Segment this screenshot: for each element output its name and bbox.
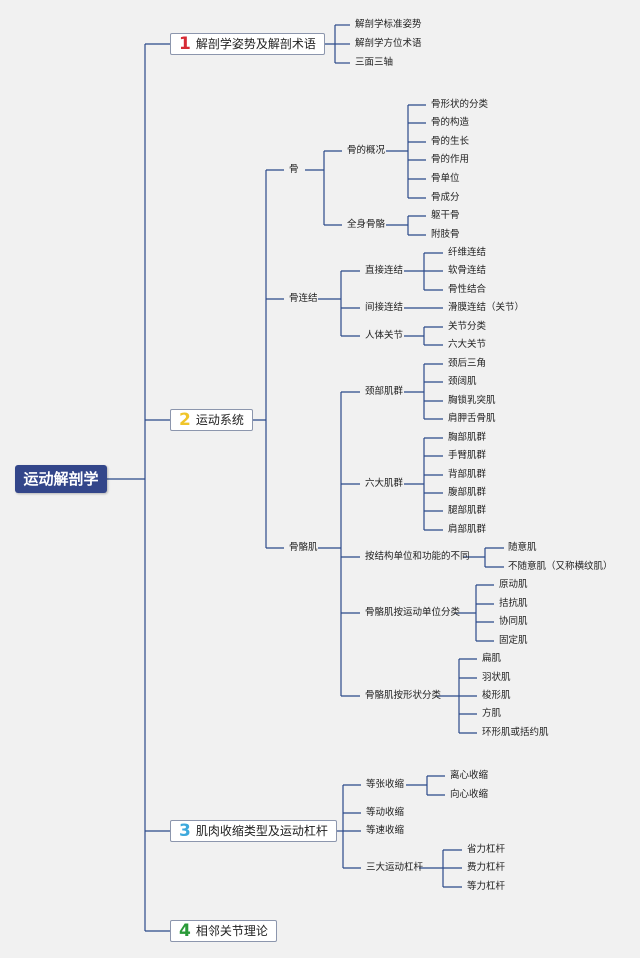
topic-node: 胸部肌群 <box>448 432 487 443</box>
topic-node: 人体关节 <box>365 330 404 341</box>
topic-node: 颈部肌群 <box>365 386 404 397</box>
topic-node: 羽状肌 <box>482 672 511 683</box>
topic-node: 三大运动杠杆 <box>366 862 424 873</box>
topic-node: 肩胛舌骨肌 <box>448 413 496 424</box>
topic-node: 梭形肌 <box>482 690 511 701</box>
topic-node: 三面三轴 <box>355 57 394 68</box>
topic-node: 间接连结 <box>365 302 404 313</box>
topic-node: 六大关节 <box>448 339 487 350</box>
topic-node: 骨骼肌 <box>289 542 318 553</box>
topic-node: 全身骨骼 <box>347 219 386 230</box>
topic-node: 等速收缩 <box>366 825 405 836</box>
topic-node: 方肌 <box>482 708 502 719</box>
branch-3-number: 3 <box>179 821 191 841</box>
topic-node: 骨骼肌按运动单位分类 <box>365 607 461 618</box>
topic-node: 向心收缩 <box>450 789 489 800</box>
topic-node: 软骨连结 <box>448 265 487 276</box>
topic-node: 协同肌 <box>499 616 528 627</box>
root-node: 运动解剖学 <box>15 465 107 493</box>
topic-node: 骨的作用 <box>431 154 470 165</box>
topic-node: 骨连结 <box>289 293 318 304</box>
topic-node: 关节分类 <box>448 321 487 332</box>
topic-node: 等张收缩 <box>366 779 405 790</box>
topic-node: 骨 <box>289 164 299 175</box>
topic-node: 纤维连结 <box>448 247 487 258</box>
branch-4-label: 相邻关节理论 <box>195 924 268 938</box>
branch-4-number: 4 <box>179 921 191 941</box>
topic-node: 胸锁乳突肌 <box>448 395 496 406</box>
branch-2-node: 2 运动系统 <box>170 409 253 431</box>
topic-node: 骨骼肌按形状分类 <box>365 690 442 701</box>
topic-node: 骨单位 <box>431 173 460 184</box>
topic-node: 拮抗肌 <box>499 598 528 609</box>
topic-node: 省力杠杆 <box>467 844 506 855</box>
topic-node: 等动收缩 <box>366 807 405 818</box>
topic-node: 背部肌群 <box>448 469 487 480</box>
topic-node: 肩部肌群 <box>448 524 487 535</box>
topic-node: 等力杠杆 <box>467 881 506 892</box>
topic-node: 腿部肌群 <box>448 505 487 516</box>
topic-node: 滑膜连结（关节） <box>448 302 525 313</box>
branch-3-node: 3 肌肉收缩类型及运动杠杆 <box>170 820 337 842</box>
topic-node: 随意肌 <box>508 542 537 553</box>
topic-node: 腹部肌群 <box>448 487 487 498</box>
branch-2-label: 运动系统 <box>195 413 244 427</box>
topic-node: 解剖学方位术语 <box>355 38 422 49</box>
topic-node: 六大肌群 <box>365 478 404 489</box>
topic-node: 颈阔肌 <box>448 376 477 387</box>
topic-node: 按结构单位和功能的不同 <box>365 551 470 562</box>
topic-node: 骨成分 <box>431 192 460 203</box>
topic-node: 不随意肌（又称横纹肌） <box>508 561 613 572</box>
topic-node: 环形肌或括约肌 <box>482 727 549 738</box>
branch-1-label: 解剖学姿势及解剖术语 <box>195 37 316 51</box>
topic-node: 解剖学标准姿势 <box>355 19 422 30</box>
topic-node: 附肢骨 <box>431 229 460 240</box>
branch-2-number: 2 <box>179 410 191 430</box>
topic-node: 骨形状的分类 <box>431 99 489 110</box>
branch-4-node: 4 相邻关节理论 <box>170 920 277 942</box>
topic-node: 躯干骨 <box>431 210 460 221</box>
topic-node: 骨的概况 <box>347 145 386 156</box>
topic-node: 离心收缩 <box>450 770 489 781</box>
topic-node: 颈后三角 <box>448 358 487 369</box>
topic-node: 手臂肌群 <box>448 450 487 461</box>
branch-3-label: 肌肉收缩类型及运动杠杆 <box>195 824 328 838</box>
branch-1-number: 1 <box>179 34 191 54</box>
topic-node: 固定肌 <box>499 635 528 646</box>
topic-node: 骨的构造 <box>431 117 470 128</box>
topic-node: 骨性结合 <box>448 284 487 295</box>
topic-node: 费力杠杆 <box>467 862 506 873</box>
branch-1-node: 1 解剖学姿势及解剖术语 <box>170 33 325 55</box>
topic-node: 扁肌 <box>482 653 502 664</box>
topic-node: 原动肌 <box>499 579 528 590</box>
topic-node: 直接连结 <box>365 265 404 276</box>
topic-node: 骨的生长 <box>431 136 470 147</box>
